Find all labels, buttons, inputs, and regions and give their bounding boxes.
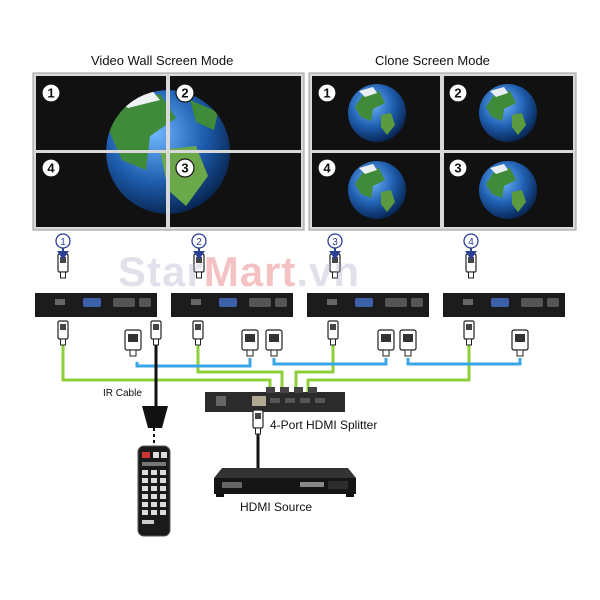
clone-group (308, 72, 577, 231)
video-wall-group (32, 72, 305, 231)
vga-plug-1a (124, 329, 142, 357)
splitter-label: 4-Port HDMI Splitter (270, 418, 378, 432)
vw-number-1: 1 (47, 86, 54, 101)
vga-plug-4a (511, 329, 529, 357)
hdmi-source-label: HDMI Source (240, 500, 313, 514)
vw-number-3: 3 (181, 161, 188, 176)
clone-number-2: 2 (454, 86, 461, 101)
screen-badges: 1 2 4 3 1 2 4 3 (41, 83, 468, 178)
clone-mode-title: Clone Screen Mode (375, 53, 490, 68)
hdmi-source-device (214, 468, 356, 497)
out-hdmi-plug-3 (327, 320, 339, 346)
out-hdmi-plug-1 (57, 320, 69, 346)
vw-number-2: 2 (181, 86, 188, 101)
watermark: StarMart.vn (118, 248, 361, 295)
hdmi-splitter (205, 387, 345, 412)
vga-plug-3b (399, 329, 417, 357)
hdmi-cables (61, 340, 471, 392)
controller-box-3 (307, 293, 429, 317)
vw-number-4: 4 (47, 161, 55, 176)
controller-badge-3: 3 (332, 237, 338, 248)
controller-badge-2: 2 (196, 237, 202, 248)
vga-cables (135, 358, 522, 368)
splitter-input-plug (252, 409, 264, 435)
vga-plug-3a (377, 329, 395, 357)
controller-box-1 (35, 293, 157, 317)
controller-box-2 (171, 293, 293, 317)
controller-badges: 1 2 3 4 (55, 233, 479, 249)
clone-globe-3 (479, 161, 537, 219)
controller-badge-4: 4 (468, 237, 474, 248)
video-wall-horizontal-seam (36, 150, 301, 153)
ir-cable-label: IR Cable (103, 388, 142, 399)
out-hdmi-plug-2 (192, 320, 204, 346)
controller-badge-1: 1 (60, 237, 66, 248)
clone-globe-1 (348, 84, 406, 142)
arrows (57, 246, 477, 260)
clone-number-1: 1 (323, 86, 330, 101)
ir-receiver (142, 406, 168, 428)
ir-plug (150, 320, 162, 346)
vga-plug-2b (265, 329, 283, 357)
clone-globe-2 (479, 84, 537, 142)
out-hdmi-plug-4 (463, 320, 475, 346)
video-wall-mode-title: Video Wall Screen Mode (91, 53, 234, 68)
clone-number-3: 3 (454, 161, 461, 176)
remote-control (137, 445, 171, 537)
vga-plug-2a (241, 329, 259, 357)
controller-box-4 (443, 293, 565, 317)
clone-number-4: 4 (323, 161, 331, 176)
clone-globe-4 (348, 161, 406, 219)
